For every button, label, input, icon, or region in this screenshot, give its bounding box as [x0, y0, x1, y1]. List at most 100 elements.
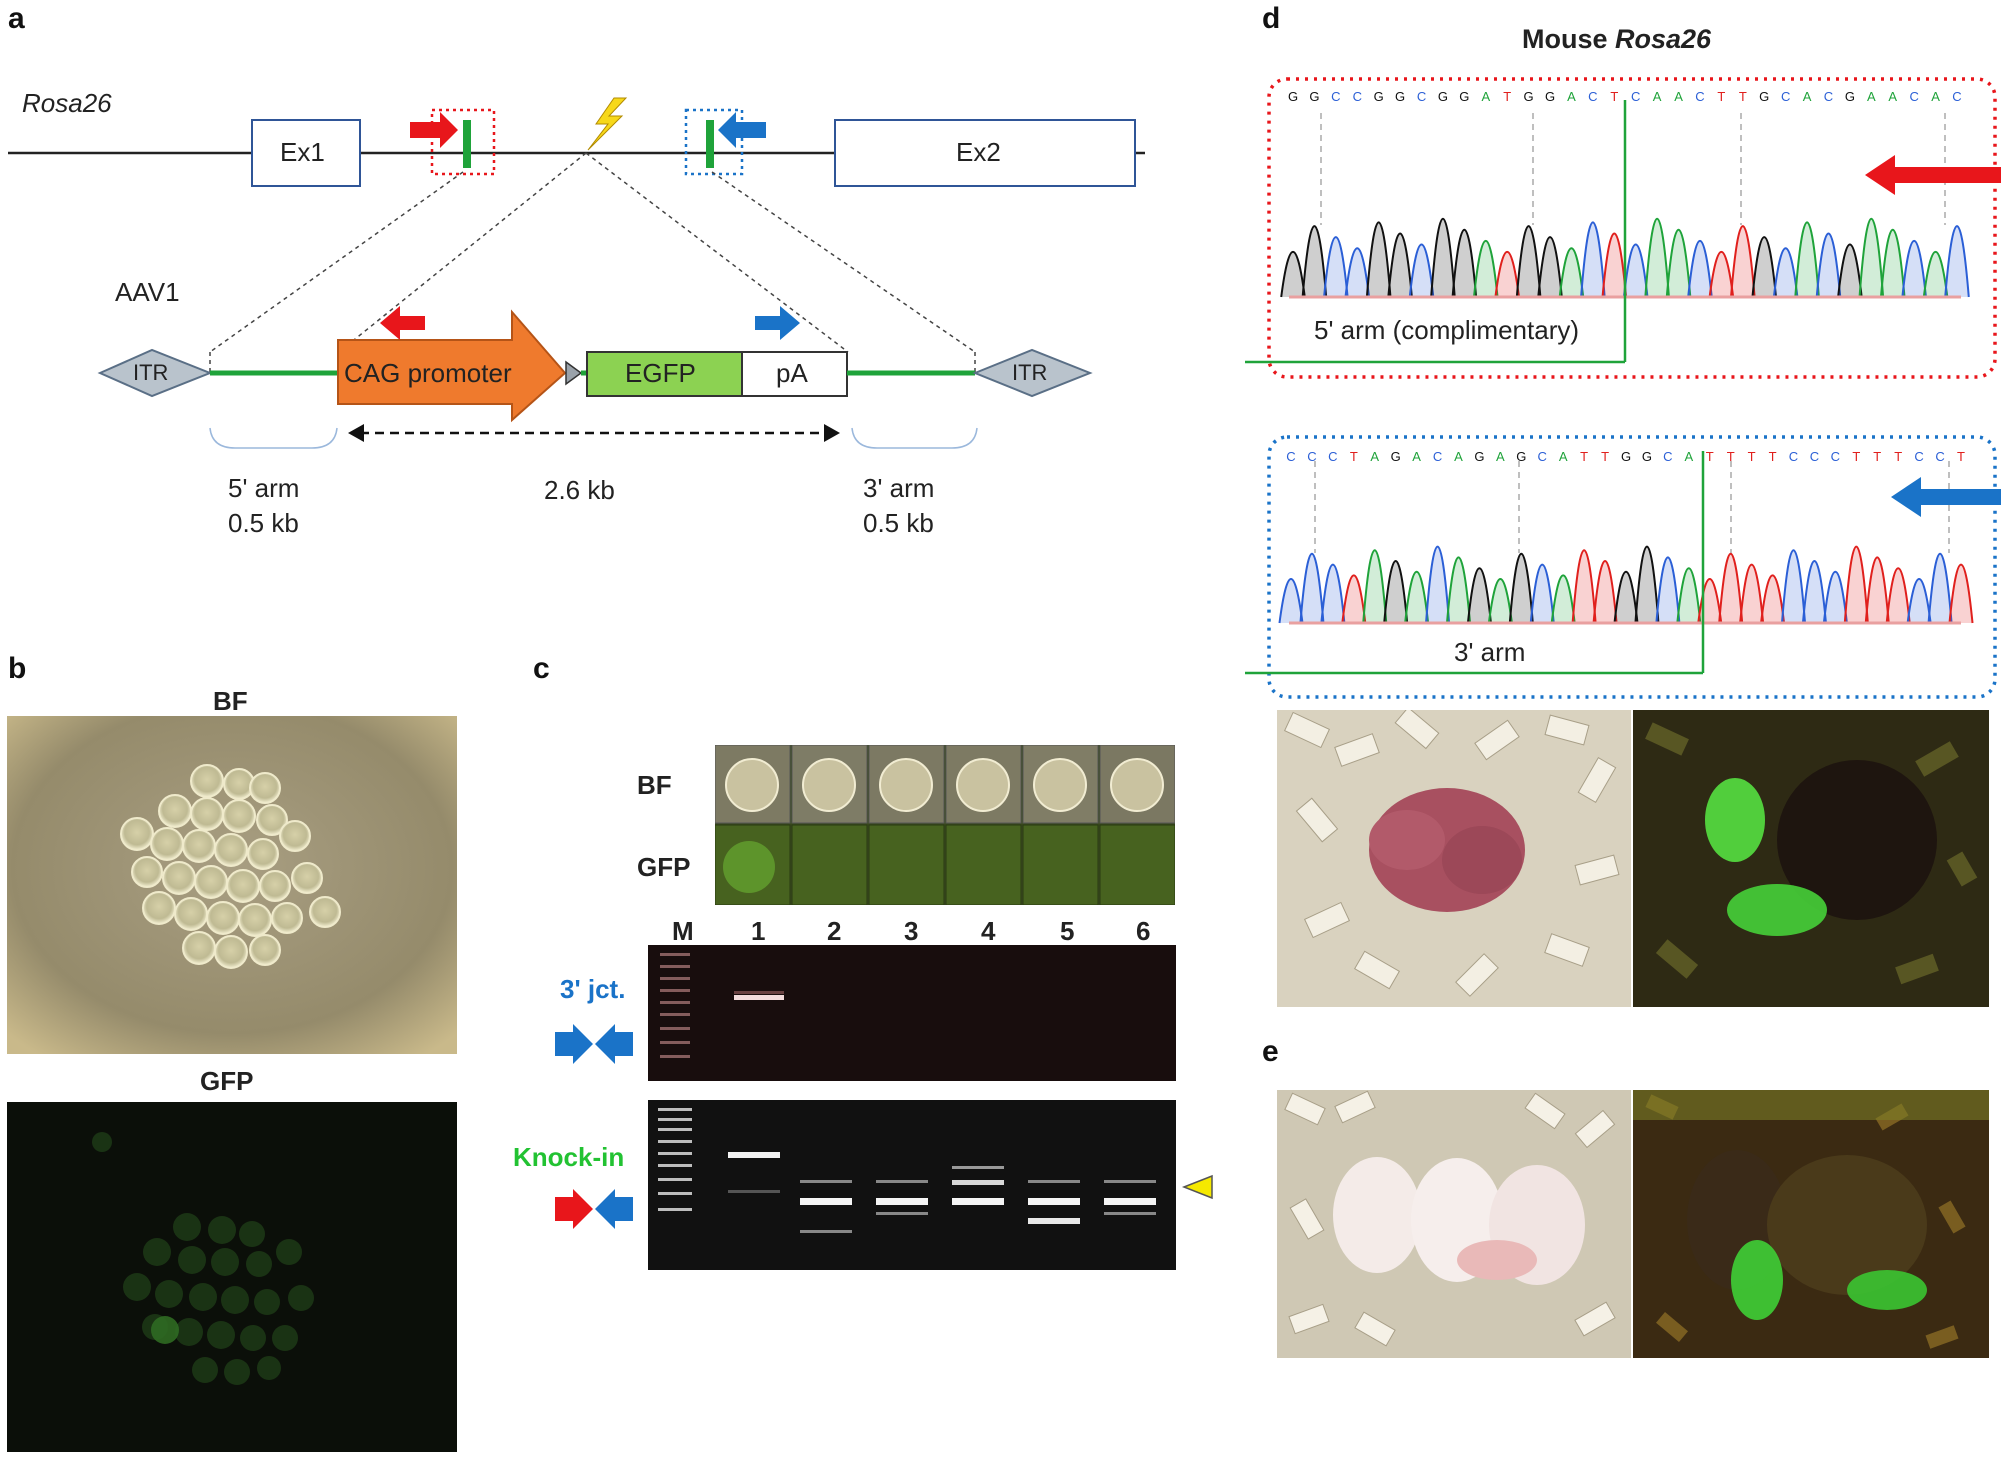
exon1-box [251, 119, 361, 187]
bf-title: BF [213, 686, 248, 716]
gel1-primer-arrows-icon [555, 1024, 633, 1064]
gel1-label: 3' jct. [560, 974, 626, 1004]
sequence-base: G [1309, 89, 1319, 104]
itr-right-label: ITR [1012, 360, 1048, 385]
sequence-base: T [1748, 449, 1756, 464]
sequence-base: T [1727, 449, 1735, 464]
lane-label-m: M [672, 916, 694, 946]
bracket-5-arm [209, 427, 338, 449]
exon2-box [834, 119, 1136, 187]
chromatogram-peak [1801, 560, 1827, 624]
chromatogram-peak [1927, 552, 1953, 624]
chromatogram-peak [1794, 221, 1820, 298]
sequence-base: G [1438, 89, 1448, 104]
chromatogram-peak [1815, 232, 1842, 298]
chromatogram-peak [1299, 552, 1325, 624]
row-bf-label: BF [637, 770, 672, 800]
chromatogram-peak [1948, 563, 1974, 624]
sequence-base: G [1642, 449, 1652, 464]
sequence-base: T [1769, 449, 1777, 464]
sequence-base: T [1957, 449, 1965, 464]
sequence-base: A [1803, 89, 1812, 104]
chromatogram-peak [1425, 545, 1451, 624]
arm5-size: 0.5 kb [228, 508, 299, 538]
chromatogram-peak [1344, 247, 1371, 298]
construct-diagram [8, 97, 1145, 449]
blue-primer-arrow-construct [755, 306, 800, 340]
chromatogram-peak [1278, 578, 1304, 624]
chromatogram-peak [1760, 574, 1786, 624]
chromatogram-peak [1320, 563, 1346, 624]
chromatogram-peak [1592, 560, 1618, 624]
gel2-label: Knock-in [513, 1142, 625, 1172]
sequence-base: T [1610, 89, 1618, 104]
chromatogram-peak [1885, 567, 1911, 624]
sequence-base: A [1559, 449, 1568, 464]
arm3-size: 0.5 kb [863, 508, 934, 538]
sequence-base: C [1328, 449, 1337, 464]
sequence-base: C [1914, 449, 1923, 464]
chromatogram-peak [1550, 574, 1576, 624]
chromatogram-peak [1365, 221, 1392, 298]
arm5-name: 5' arm [228, 473, 300, 503]
chromatogram-peak [1858, 218, 1885, 298]
left-primer-dotted-box [430, 108, 496, 176]
sequence-base: C [1433, 449, 1442, 464]
exon2-label: Ex2 [956, 137, 1001, 167]
sequence-base: C [1663, 449, 1672, 464]
chromatogram-peak [1739, 563, 1765, 624]
chromatogram-peak [1451, 228, 1478, 298]
sequence-base: C [1909, 89, 1918, 104]
gfp-title: GFP [200, 1066, 254, 1096]
sequence-base: T [1739, 89, 1747, 104]
chromatogram-peak [1280, 250, 1306, 298]
chromatogram-peak [1687, 240, 1713, 298]
sequence-base: C [1824, 89, 1833, 104]
egfp-box [586, 351, 743, 397]
chromatogram-peak [1601, 232, 1628, 298]
cag-promoter-arrow [337, 309, 567, 423]
sequence-base: A [1454, 449, 1463, 464]
sequence-base: C [1695, 89, 1704, 104]
sequence-base: C [1831, 449, 1840, 464]
chromatogram-peak [1665, 228, 1692, 298]
panel-label-b: b [8, 652, 27, 685]
chromatogram-peak [1676, 567, 1702, 624]
chromatogram-peak [1718, 552, 1744, 624]
row-gfp-label: GFP [637, 852, 691, 882]
chromatogram-peak [1472, 240, 1499, 298]
chromatogram-peak [1445, 556, 1472, 624]
chromatogram-peak [1430, 218, 1456, 298]
red-primer-arrow-genome [410, 112, 458, 148]
panel-label-d: d [1262, 2, 1281, 35]
sequence-base: T [1852, 449, 1860, 464]
sequence-base: G [1845, 89, 1855, 104]
chromatogram-peak [1387, 232, 1413, 298]
sequence-base: A [1674, 89, 1683, 104]
chromatogram-peak [1780, 549, 1807, 624]
chromatogram-peak [1622, 243, 1649, 298]
seq2-caption: 3' arm [1454, 637, 1526, 667]
sequence-base: G [1395, 89, 1405, 104]
gel1-image [648, 945, 1176, 1081]
embryo-strip-image [715, 745, 1175, 905]
panel-label-e: e [1262, 1035, 1279, 1068]
panel-label-c: c [533, 652, 550, 685]
sequence-base: C [1353, 89, 1362, 104]
chromatogram-5-dotted-border [1267, 77, 1997, 379]
chromatogram-peak [1408, 243, 1435, 298]
lane-label-6: 6 [1136, 916, 1151, 946]
cut-site-bolt-icon [587, 97, 628, 151]
sequence-base: G [1474, 449, 1484, 464]
chromatogram-peak [1515, 225, 1542, 298]
sequence-base: G [1459, 89, 1469, 104]
itr-right-shape [972, 348, 1093, 398]
sequence-base: G [1524, 89, 1534, 104]
sequence-base: A [1867, 89, 1876, 104]
chromatogram-peak [1383, 560, 1409, 624]
chromatogram-peak [1613, 571, 1639, 624]
bf-embryo-image [7, 716, 457, 1054]
sequence-base: G [1516, 449, 1526, 464]
left-green-mark [463, 120, 471, 168]
